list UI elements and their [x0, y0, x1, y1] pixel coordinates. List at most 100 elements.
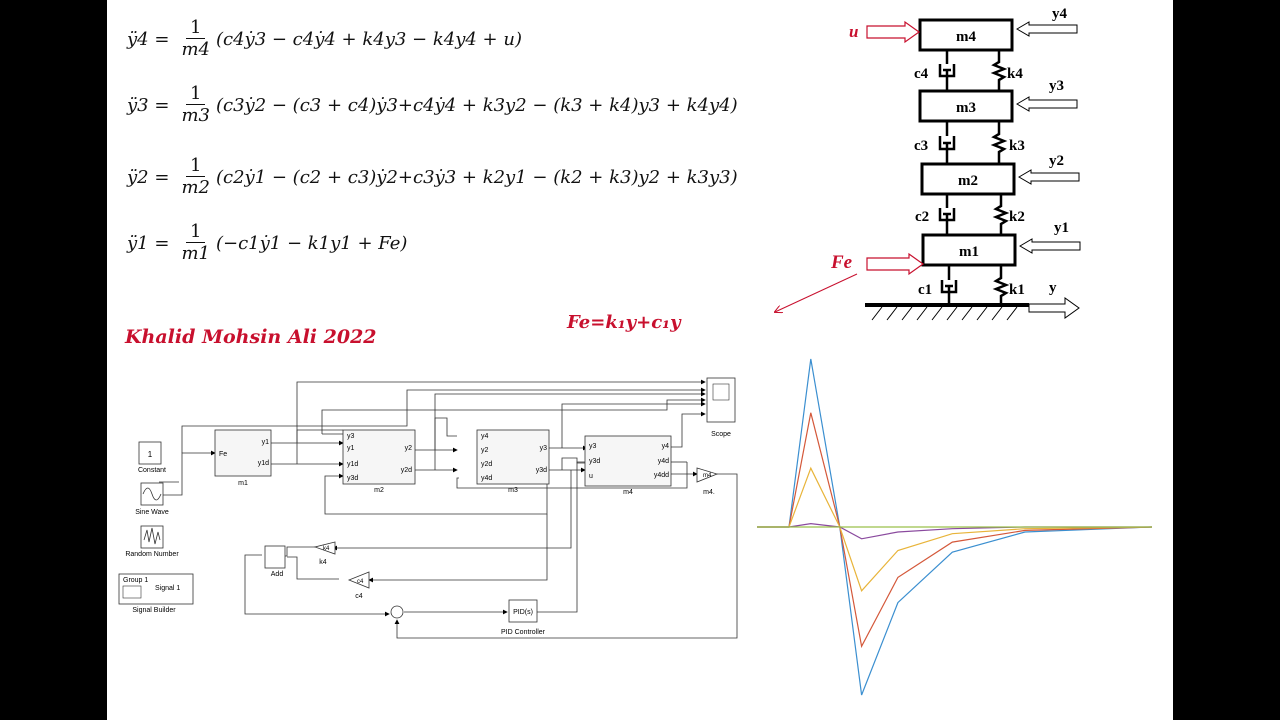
subsystem-m1[interactable]: Fe y1 y1d m1 [214, 429, 272, 487]
equation-lhs: ÿ2 = [127, 167, 170, 188]
fe-formula: Fe=k₁y+c₁y [567, 312, 681, 333]
svg-text:Fe: Fe [219, 451, 227, 458]
damper-c3 [938, 121, 956, 164]
equation-lhs: ÿ3 = [127, 95, 170, 116]
gain-m4-block[interactable]: m4 m4. [696, 467, 719, 496]
damper-label: c1 [918, 282, 932, 298]
svg-text:y4d: y4d [658, 458, 669, 465]
constant-block[interactable]: 1 Constant [138, 441, 166, 474]
add-block[interactable]: Add [264, 545, 286, 578]
block-label: m4. [703, 489, 715, 496]
block-label: Random Number [125, 551, 179, 558]
spring-k3 [990, 121, 1008, 164]
damper-label: c4 [914, 66, 929, 82]
block-label: Signal Builder [132, 607, 176, 614]
svg-text:y2: y2 [405, 445, 413, 452]
svg-text:y3: y3 [589, 443, 597, 450]
svg-text:y3d: y3d [589, 458, 600, 465]
arrow-y1 [1019, 238, 1081, 254]
block-label: Add [271, 571, 284, 578]
mass-spring-damper-diagram: m4 m3 m2 m1 [707, 6, 1081, 321]
svg-text:PID(s): PID(s) [513, 609, 533, 616]
block-label: Constant [138, 467, 166, 474]
svg-text:Signal 1: Signal 1 [155, 585, 180, 592]
input-label-fe: Fe [830, 252, 853, 273]
svg-text:Group 1: Group 1 [123, 577, 148, 584]
equation-lhs: ÿ1 = [127, 233, 170, 254]
arrow-y4 [1016, 21, 1078, 37]
svg-text:y4: y4 [481, 433, 489, 440]
svg-text:y3d: y3d [536, 467, 547, 474]
block-label: c4 [355, 593, 363, 600]
gain-k4-block[interactable]: k4 k4 [313, 541, 336, 566]
block-label: m3 [508, 487, 518, 494]
mass-label: m4 [956, 29, 976, 45]
equation-rhs: (c3ẏ2 − (c3 + c4)ẏ3+c4ẏ4 + k3y2 − (k3 + … [215, 95, 738, 116]
spring-label: k4 [1007, 66, 1023, 82]
svg-text:u: u [589, 473, 593, 480]
svg-text:y4dd: y4dd [654, 472, 669, 479]
random-number-block[interactable]: Random Number [125, 525, 179, 558]
input-label-u: u [849, 22, 858, 41]
damper-c4 [938, 50, 956, 91]
mass-m1: m1 [921, 233, 1017, 267]
svg-text:k4: k4 [323, 546, 330, 552]
response-plot [757, 358, 1153, 696]
plot-series-line [757, 522, 1152, 540]
block-label: m2 [374, 487, 384, 494]
sine-wave-block[interactable]: Sine Wave [135, 482, 169, 516]
pid-controller-block[interactable]: PID(s) PID Controller [501, 599, 546, 636]
signal-lines [159, 379, 738, 639]
spring-label: k1 [1009, 282, 1025, 298]
equation-rhs: (c4ẏ3 − c4ẏ4 + k4y3 − k4y4 + u) [215, 29, 522, 50]
svg-text:y3d: y3d [347, 475, 358, 482]
simulink-model: 1 Constant Sine Wave Random Number Group… [118, 377, 738, 639]
output-label-y1: y1 [1054, 220, 1069, 236]
scope-block[interactable]: Scope [706, 377, 736, 438]
svg-text:y2d: y2d [401, 467, 412, 474]
mass-label: m2 [958, 173, 978, 189]
gain-c4-block[interactable]: c4 c4 [347, 571, 370, 600]
svg-text:m4: m4 [703, 473, 712, 479]
block-label: m1 [238, 480, 248, 487]
sum-block[interactable] [390, 605, 404, 619]
plot-series-line [757, 466, 1153, 592]
damper-c1 [940, 265, 958, 303]
plot-series-group [757, 358, 1153, 696]
equation-lhs: ÿ4 = [127, 29, 170, 50]
svg-text:y1: y1 [262, 439, 270, 446]
svg-text:y1d: y1d [347, 461, 358, 468]
damper-label: c2 [915, 209, 929, 225]
arrow-ground-y [1028, 297, 1080, 319]
svg-text:y1d: y1d [258, 460, 269, 467]
svg-text:y4: y4 [662, 443, 670, 450]
svg-text:1: 1 [148, 450, 153, 459]
subsystem-m2[interactable]: y3 y1 y1d y3d y2 y2d m2 [342, 429, 416, 494]
svg-text:y2: y2 [481, 447, 489, 454]
plot-series-line [757, 358, 1153, 696]
ground-label-y: y [1049, 280, 1057, 296]
svg-text:y3: y3 [347, 433, 355, 440]
spring-k4 [990, 50, 1008, 91]
svg-text:y1: y1 [347, 445, 355, 452]
block-label: Scope [711, 431, 731, 438]
mass-m3: m3 [918, 89, 1014, 123]
output-label-y3: y3 [1049, 78, 1064, 94]
mass-m4: m4 [918, 18, 1014, 52]
subsystem-m3[interactable]: y4 y2 y2d y4d y3 y3d m3 [476, 429, 550, 494]
author-credit: Khalid Mohsin Ali 2022 [125, 326, 377, 348]
spring-k1 [992, 265, 1010, 303]
subsystem-m4[interactable]: y3 y3d u y4 y4d y4dd m4 [584, 435, 672, 496]
signal-builder-block[interactable]: Group 1 Signal 1 Signal Builder [118, 573, 194, 614]
damper-label: c3 [914, 138, 928, 154]
output-label-y4: y4 [1052, 6, 1068, 22]
equation-rhs: (c2ẏ1 − (c2 + c3)ẏ2+c3ẏ3 + k2y1 − (k2 + … [215, 167, 738, 188]
block-label: PID Controller [501, 629, 546, 636]
mass-label: m1 [959, 244, 979, 260]
damper-c2 [938, 194, 956, 235]
